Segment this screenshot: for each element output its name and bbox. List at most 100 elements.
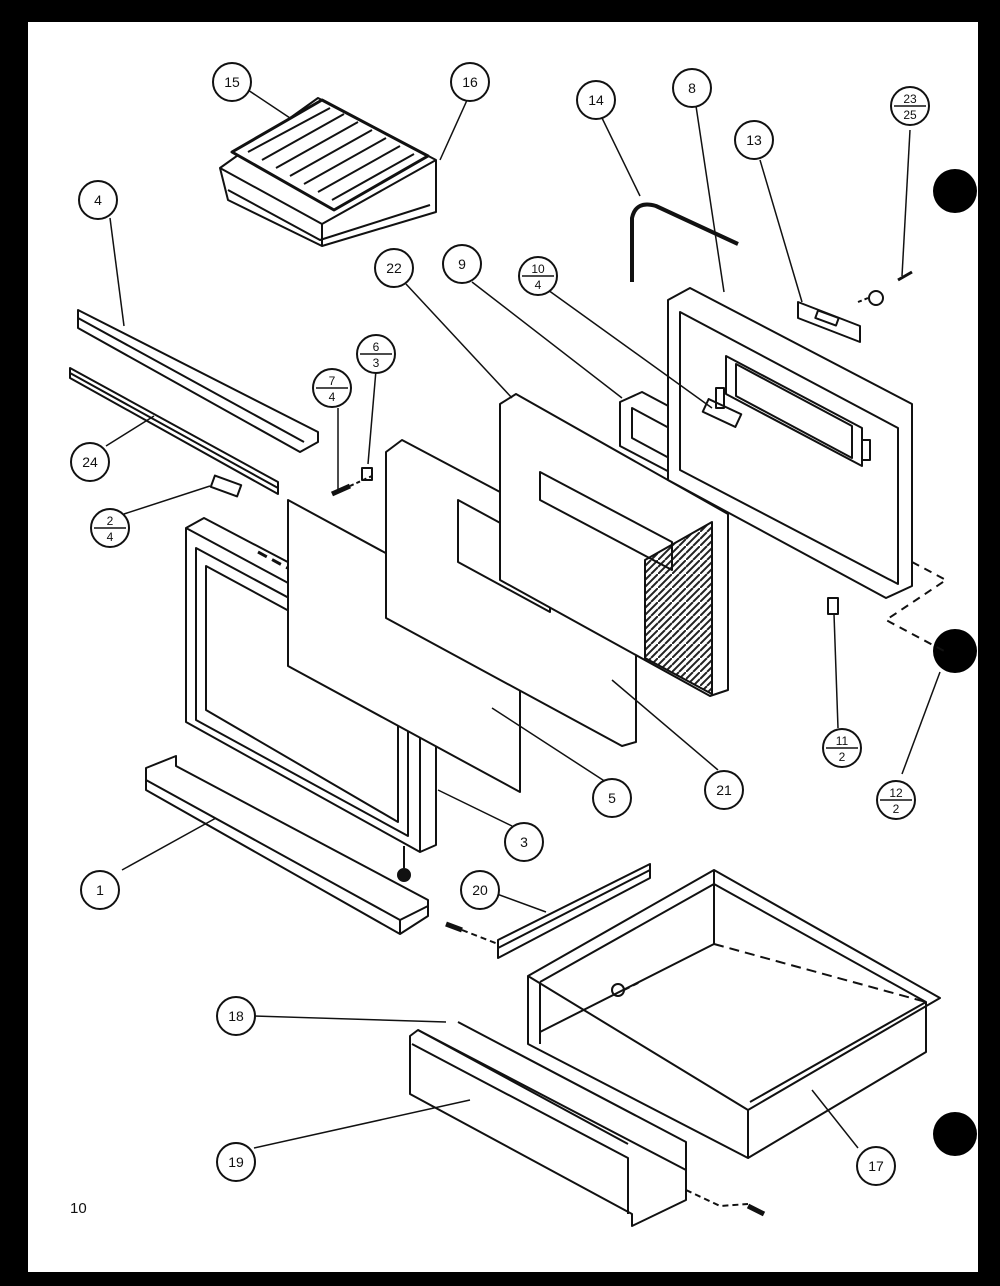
callout-circle [704,770,744,810]
callout-circle [78,180,118,220]
callout-text: 21 [716,782,732,798]
callout-text: 23 [903,92,917,106]
part-badge-washer [868,290,884,306]
part-clip-11 [827,597,839,615]
callout-circle [460,870,500,910]
callout-circle [442,244,482,284]
callout-text: 10 [531,262,545,276]
callout-circle [672,68,712,108]
callout-21: 21 [704,770,744,810]
leader-lines [105,89,941,1149]
callout-7-4: 74 [312,368,352,408]
part-front-screw [746,1203,766,1217]
callout-circle [70,442,110,482]
callout-4: 4 [78,180,118,220]
part-screw-7 [330,483,352,497]
callout-text: 9 [458,256,466,272]
callout-text: 6 [373,340,380,354]
registration-mark-3 [933,1112,977,1156]
callout-text: 15 [224,74,240,90]
callout-text: 4 [329,390,336,404]
part-rail-screw [445,921,463,933]
part-drawer [527,869,941,1159]
callout-text: 25 [903,108,917,122]
callout-circle [592,778,632,818]
callout-text: 5 [608,790,616,806]
callout-text: 24 [82,454,98,470]
callout-text: 3 [520,834,528,850]
callout-text: 12 [889,786,903,800]
callout-16: 16 [450,62,490,102]
callout-20: 20 [460,870,500,910]
callout-circle [734,120,774,160]
callout-circle [212,62,252,102]
callout-19: 19 [216,1142,256,1182]
part-grill-rack [230,98,430,212]
callout-text: 16 [462,74,478,90]
callout-text: 11 [836,734,849,748]
callout-circle [216,996,256,1036]
callout-circle [216,1142,256,1182]
callout-22: 22 [374,248,414,288]
callout-9: 9 [442,244,482,284]
callout-6-3: 63 [356,334,396,374]
callout-text: 14 [588,92,604,108]
callout-3: 3 [504,822,544,862]
part-screw-6 [361,467,373,481]
callout-text: 13 [746,132,762,148]
callout-1: 1 [80,870,120,910]
callout-text: 18 [228,1008,244,1024]
part-top-trim [77,309,319,453]
callout-text: 20 [472,882,488,898]
callout-text: 4 [107,530,114,544]
callout-text: 17 [868,1158,884,1174]
callout-12-2: 122 [876,780,916,820]
callout-circle [856,1146,896,1186]
callout-text: 8 [688,80,696,96]
callout-circle [374,248,414,288]
callout-text: 2 [893,802,900,816]
callout-8: 8 [672,68,712,108]
callout-text: 1 [96,882,104,898]
part-badge [797,301,861,343]
part-handle [630,202,739,282]
page-number: 10 [70,1200,87,1217]
callout-circle [576,80,616,120]
part-small-clip [209,474,243,498]
callout-text: 4 [535,278,542,292]
callout-circle [80,870,120,910]
registration-mark-1 [933,169,977,213]
part-badge-screw [897,270,913,282]
callout-17: 17 [856,1146,896,1186]
callout-15: 15 [212,62,252,102]
part-bottom-trim [145,755,429,935]
callout-13: 13 [734,120,774,160]
part-drawer-front [409,1021,687,1227]
callout-circle [504,822,544,862]
callout-10-4: 104 [518,256,558,296]
callout-14: 14 [576,80,616,120]
callout-text: 2 [839,750,846,764]
part-door-outer [667,287,913,599]
part-clip-10 [701,398,743,428]
callout-text: 19 [228,1154,244,1170]
callout-text: 4 [94,192,102,208]
callout-text: 22 [386,260,402,276]
registration-mark-2 [933,629,977,673]
callout-2-4: 24 [90,508,130,548]
part-trim-strip [69,367,279,495]
callout-18: 18 [216,996,256,1036]
callout-5: 5 [592,778,632,818]
callout-text: 3 [373,356,380,370]
callout-text: 7 [329,374,336,388]
connector-12 [885,561,947,653]
part-insulation-panel [499,393,729,697]
callout-text: 2 [107,514,114,528]
part-slide-rail [497,863,651,959]
callout-circle [450,62,490,102]
callout-11-2: 112 [822,728,862,768]
callout-24: 24 [70,442,110,482]
